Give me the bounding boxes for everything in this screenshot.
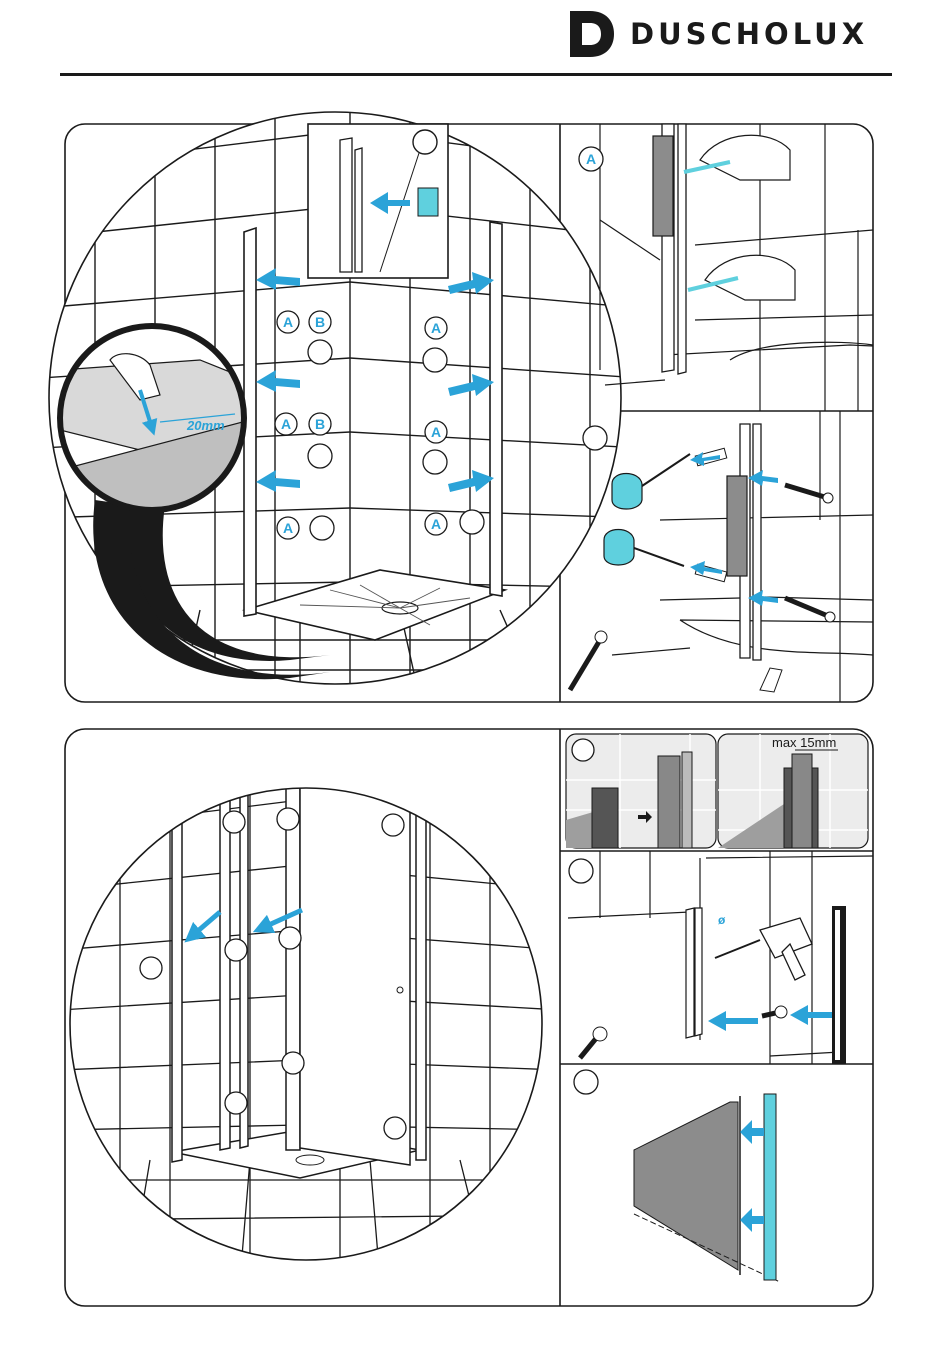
svg-text:A: A [431, 516, 441, 532]
svg-text:A: A [283, 314, 293, 330]
panel-4-door-mount [60, 775, 560, 1280]
step-circle [423, 450, 447, 474]
label-a: A [425, 421, 447, 443]
direction-arrows [740, 1120, 764, 1232]
label-a: A [425, 513, 447, 535]
svg-text:B: B [315, 314, 325, 330]
diameter-symbol: ø [718, 913, 726, 927]
profile-detail-inset [308, 124, 448, 278]
panel-6-drill-profile: ø [568, 851, 873, 1064]
screw-icon [570, 485, 835, 690]
step-circle [569, 859, 593, 883]
svg-text:A: A [281, 416, 291, 432]
panel-7-seal-attach [574, 1070, 780, 1282]
svg-text:A: A [431, 424, 441, 440]
step-circle [574, 1070, 598, 1094]
arrow-left-icon [740, 1208, 764, 1232]
step-circle [382, 814, 404, 836]
step-circle [308, 340, 332, 364]
panel-1-corner-install: A B A A B A A A [40, 100, 640, 700]
step-circle [223, 811, 245, 833]
label-a: A [275, 413, 297, 435]
step-circle [423, 348, 447, 372]
screw-icon [580, 1006, 787, 1058]
panel-5-profile-align: max 15mm [566, 734, 868, 848]
step-circle [279, 927, 301, 949]
step-circle [460, 510, 484, 534]
label-b: B [309, 413, 331, 435]
arrow-left-icon [740, 1120, 764, 1144]
svg-text:A: A [586, 151, 596, 167]
label-a: A [277, 517, 299, 539]
label-a: A [425, 317, 447, 339]
step-circle [308, 444, 332, 468]
step-circle [140, 957, 162, 979]
hand-drill-icon [715, 918, 812, 980]
arrow-left-icon [790, 1005, 832, 1025]
label-a: A [277, 311, 299, 333]
drill-icon [604, 454, 690, 566]
wall-plug-icon [760, 668, 782, 692]
label-b: B [309, 311, 331, 333]
pencil-hand-icon [684, 135, 795, 300]
svg-text:A: A [283, 520, 293, 536]
level-tool [653, 136, 673, 236]
svg-text:B: B [315, 416, 325, 432]
step-circle [310, 516, 334, 540]
svg-text:A: A [431, 320, 441, 336]
wall-plug-icon [695, 448, 727, 581]
dimension-label: 20mm [186, 418, 225, 433]
step-circle [384, 1117, 406, 1139]
level-tool [727, 476, 747, 576]
step-circle [225, 1092, 247, 1114]
arrow-left-icon [708, 1011, 758, 1031]
step-circle [572, 739, 594, 761]
max-distance-label: max 15mm [772, 735, 836, 750]
step-circle [277, 808, 299, 830]
step-circle [225, 939, 247, 961]
step-circle [282, 1052, 304, 1074]
seal-strip [764, 1094, 776, 1280]
step-circle [413, 130, 437, 154]
step-circle [583, 426, 607, 450]
label-a: A [579, 147, 603, 171]
panel-2-mark-holes: A [579, 124, 873, 411]
